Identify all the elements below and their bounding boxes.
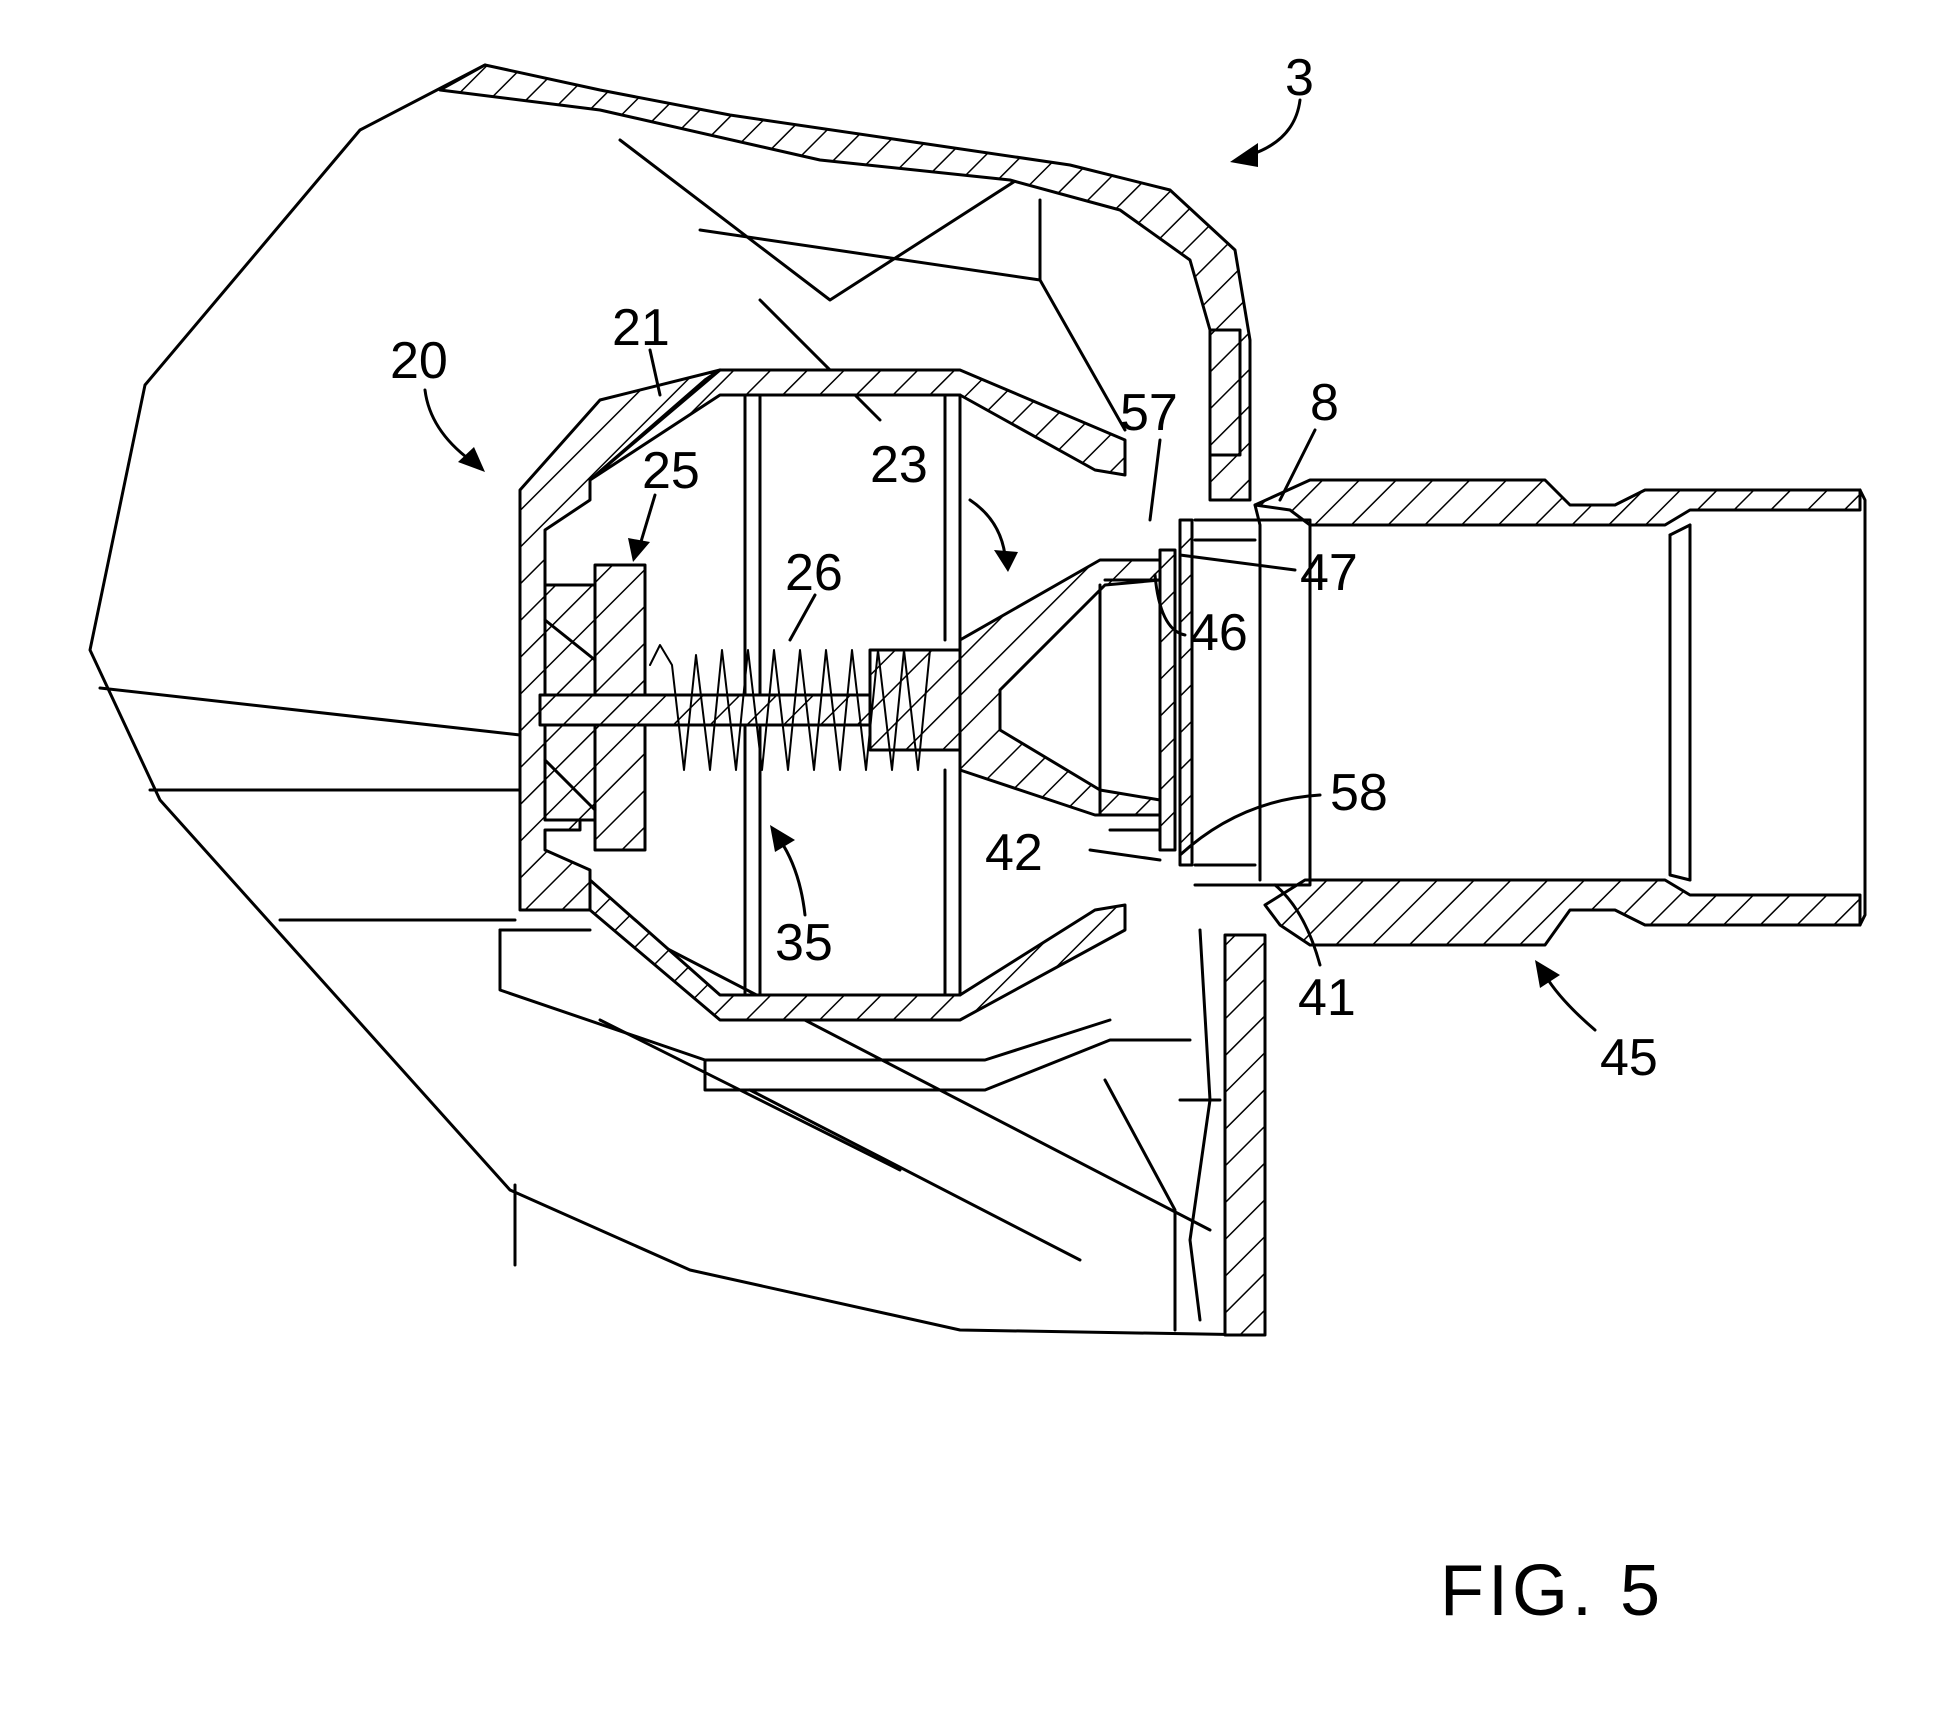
ref-20: 20 bbox=[390, 332, 448, 390]
ref-46: 46 bbox=[1190, 604, 1248, 662]
ref-47: 47 bbox=[1300, 544, 1358, 602]
leader-lines bbox=[423, 98, 1597, 1032]
valve-cartridge bbox=[498, 368, 1192, 1092]
valve-seat bbox=[958, 518, 1194, 867]
ref-45: 45 bbox=[1600, 1029, 1658, 1087]
ref-42: 42 bbox=[985, 824, 1043, 882]
ref-25: 25 bbox=[642, 442, 700, 500]
housing-right-wall bbox=[598, 928, 1267, 1337]
ref-26: 26 bbox=[785, 544, 843, 602]
reference-labels: 3 8 20 21 23 25 26 35 41 42 45 46 47 57 … bbox=[390, 49, 1658, 1087]
housing-top-wall bbox=[438, 63, 1252, 502]
ref-41: 41 bbox=[1298, 969, 1356, 1027]
ref-23: 23 bbox=[870, 436, 928, 494]
figure-title: FIG. 5 bbox=[1440, 1551, 1664, 1631]
ref-3: 3 bbox=[1285, 49, 1314, 107]
ref-57: 57 bbox=[1120, 384, 1178, 442]
spring bbox=[649, 644, 931, 771]
ref-58: 58 bbox=[1330, 764, 1388, 822]
ref-8: 8 bbox=[1310, 374, 1339, 432]
valve-disc bbox=[538, 563, 1002, 852]
ref-35: 35 bbox=[775, 914, 833, 972]
housing-body bbox=[88, 63, 1262, 1337]
ref-21: 21 bbox=[612, 299, 670, 357]
fitting bbox=[1193, 478, 1867, 947]
